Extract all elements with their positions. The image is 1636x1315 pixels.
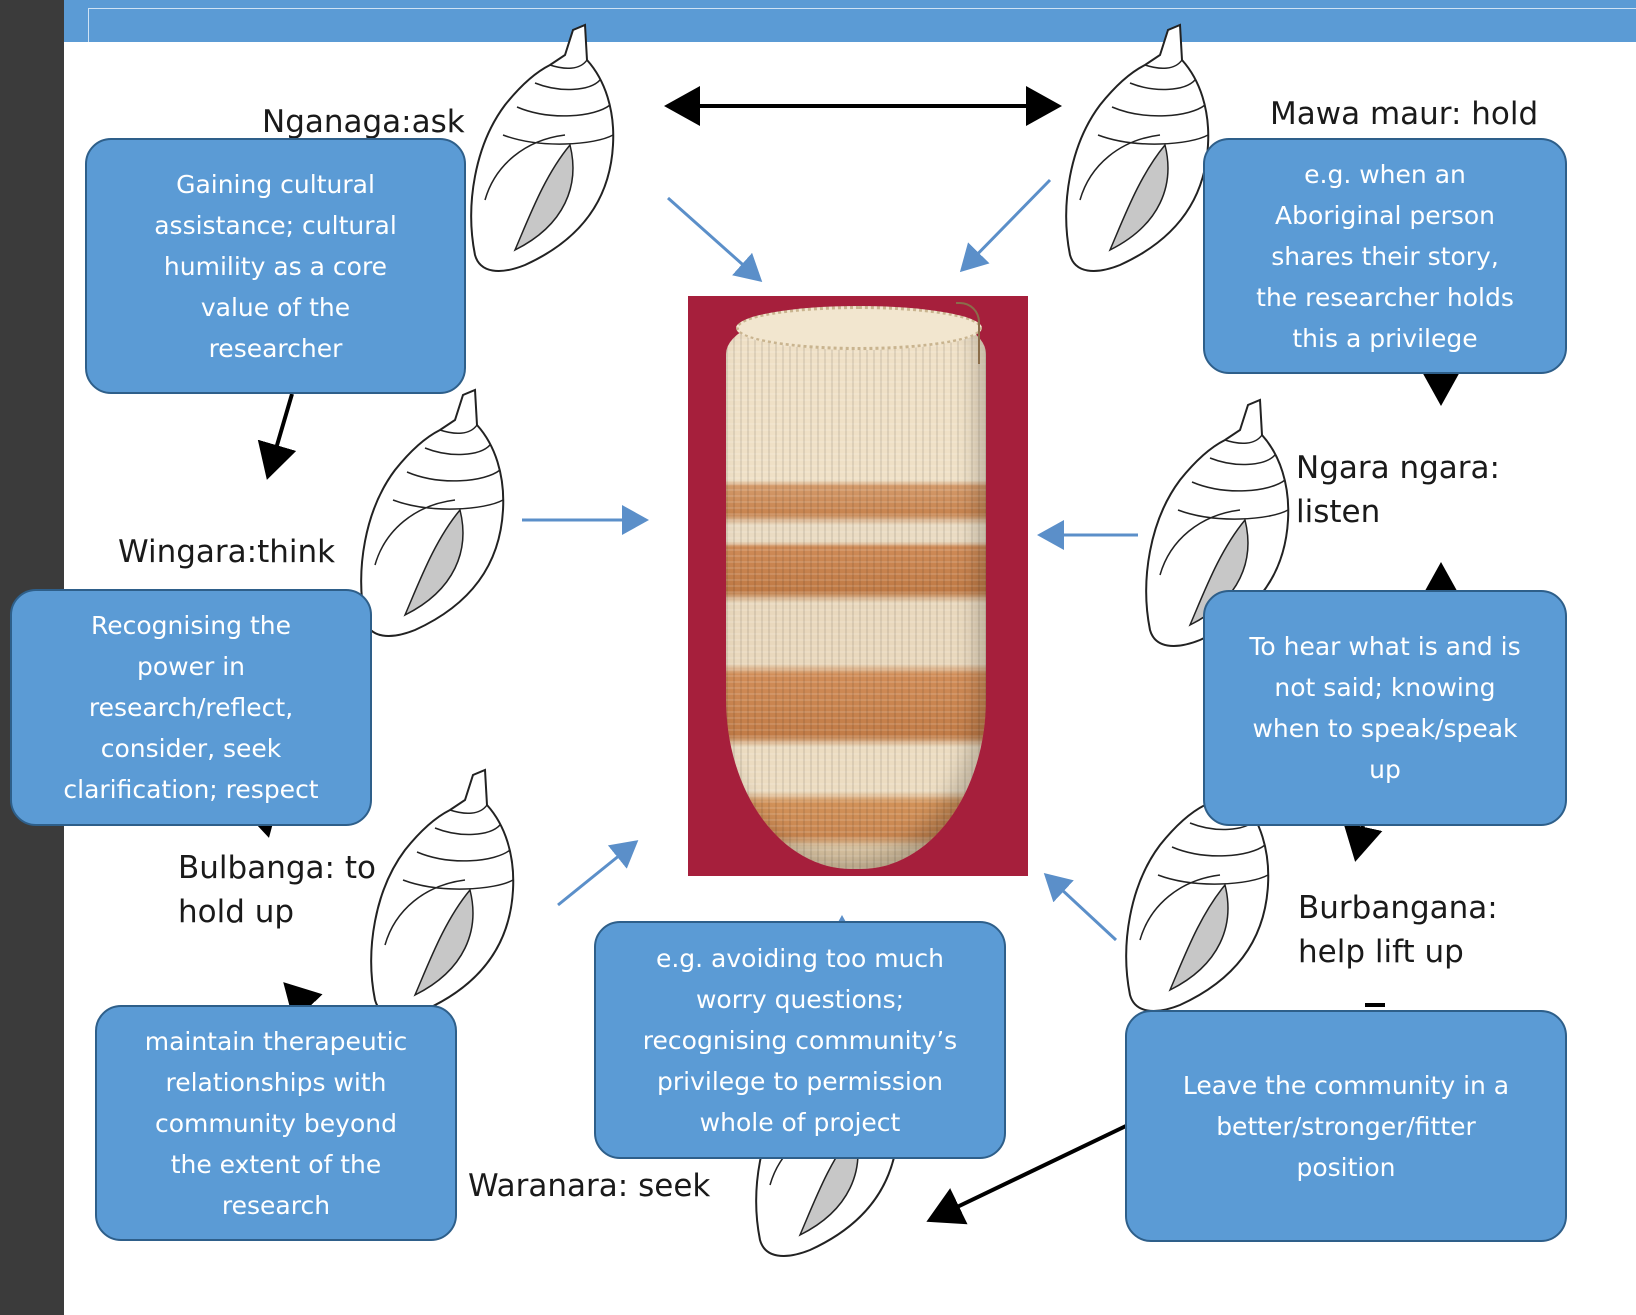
- box-text-line: privilege to permission: [643, 1061, 957, 1102]
- shell-icon-hold-up: [371, 770, 513, 1016]
- box-text-line: research/reflect,: [63, 687, 318, 728]
- arrow-to-lift-up: [1356, 826, 1363, 858]
- box-text-line: maintain therapeutic: [145, 1021, 408, 1062]
- box-text-line: Gaining cultural: [154, 164, 397, 205]
- box-text-line: better/stronger/fitter: [1183, 1106, 1509, 1147]
- arrow-ask-to-think: [268, 394, 292, 476]
- woven-bag-photo: [688, 296, 1028, 876]
- box-text-line: e.g. when an: [1256, 154, 1514, 195]
- box-text-line: e.g. avoiding too much: [643, 938, 957, 979]
- box-text-line: researcher: [154, 328, 397, 369]
- node-label-lift-up: Burbangana: help lift up: [1298, 886, 1498, 974]
- box-text-line: power in: [63, 646, 318, 687]
- node-label-hold: Mawa maur: hold: [1270, 92, 1538, 136]
- arrow-liftup-to-bag: [1046, 875, 1116, 940]
- box-text-line: To hear what is and is: [1249, 626, 1520, 667]
- node-label-lift-up-line2: help lift up: [1298, 930, 1498, 974]
- box-text-line: not said; knowing: [1249, 667, 1520, 708]
- box-text-line: the extent of the: [145, 1144, 408, 1185]
- box-text-line: assistance; cultural: [154, 205, 397, 246]
- box-text-line: consider, seek: [63, 728, 318, 769]
- node-label-think: Wingara:think: [118, 530, 335, 574]
- box-text-line: relationships with: [145, 1062, 408, 1103]
- box-text-line: recognising community’s: [643, 1020, 957, 1061]
- box-example-hold: e.g. when an Aboriginal person shares th…: [1203, 138, 1567, 374]
- box-text-line: shares their story,: [1256, 236, 1514, 277]
- node-label-hold-up: Bulbanga: to hold up: [178, 846, 376, 934]
- box-gaining-assistance: Gaining cultural assistance; cultural hu…: [85, 138, 466, 394]
- box-text-line: worry questions;: [643, 979, 957, 1020]
- box-text-line: humility as a core: [154, 246, 397, 287]
- box-text-line: this a privilege: [1256, 318, 1514, 359]
- box-text-line: whole of project: [643, 1102, 957, 1143]
- box-text-line: when to speak/speak: [1249, 708, 1520, 749]
- box-text-line: research: [145, 1185, 408, 1226]
- node-label-listen-line1: Ngara ngara:: [1296, 446, 1500, 490]
- node-label-hold-up-line1: Bulbanga: to: [178, 846, 376, 890]
- box-avoiding-worry: e.g. avoiding too much worry questions; …: [594, 921, 1006, 1159]
- box-text-line: up: [1249, 749, 1520, 790]
- node-label-seek: Waranara: seek: [468, 1164, 710, 1208]
- shell-icon-think: [361, 390, 503, 636]
- box-text-line: Aboriginal person: [1256, 195, 1514, 236]
- box-text-line: value of the: [154, 287, 397, 328]
- node-label-listen: Ngara ngara: listen: [1296, 446, 1500, 534]
- box-maintain-relationships: maintain therapeutic relationships with …: [95, 1005, 457, 1241]
- arrow-hold-to-bag: [962, 180, 1050, 270]
- shell-icon-hold: [1066, 25, 1208, 271]
- arrow-ask-to-bag: [668, 198, 760, 280]
- box-recognising-power: Recognising the power in research/reflec…: [10, 589, 372, 826]
- box-text-line: community beyond: [145, 1103, 408, 1144]
- box-to-hear: To hear what is and is not said; knowing…: [1203, 590, 1567, 826]
- box-text-line: Recognising the: [63, 605, 318, 646]
- arrow-holdup-to-bag: [558, 842, 636, 905]
- node-label-hold-up-line2: hold up: [178, 890, 376, 934]
- box-text-line: the researcher holds: [1256, 277, 1514, 318]
- box-text-line: clarification; respect: [63, 769, 318, 810]
- bag-rim: [736, 306, 982, 350]
- shell-icon-ask: [471, 25, 613, 271]
- box-leave-community: Leave the community in a better/stronger…: [1125, 1010, 1567, 1242]
- node-label-listen-line2: listen: [1296, 490, 1500, 534]
- box-text-line: Leave the community in a: [1183, 1065, 1509, 1106]
- arrow-think-to-holdup: [266, 826, 268, 834]
- bag-string: [956, 302, 980, 364]
- node-label-lift-up-line1: Burbangana:: [1298, 886, 1498, 930]
- box-text-line: position: [1183, 1147, 1509, 1188]
- bag-body: [726, 314, 986, 869]
